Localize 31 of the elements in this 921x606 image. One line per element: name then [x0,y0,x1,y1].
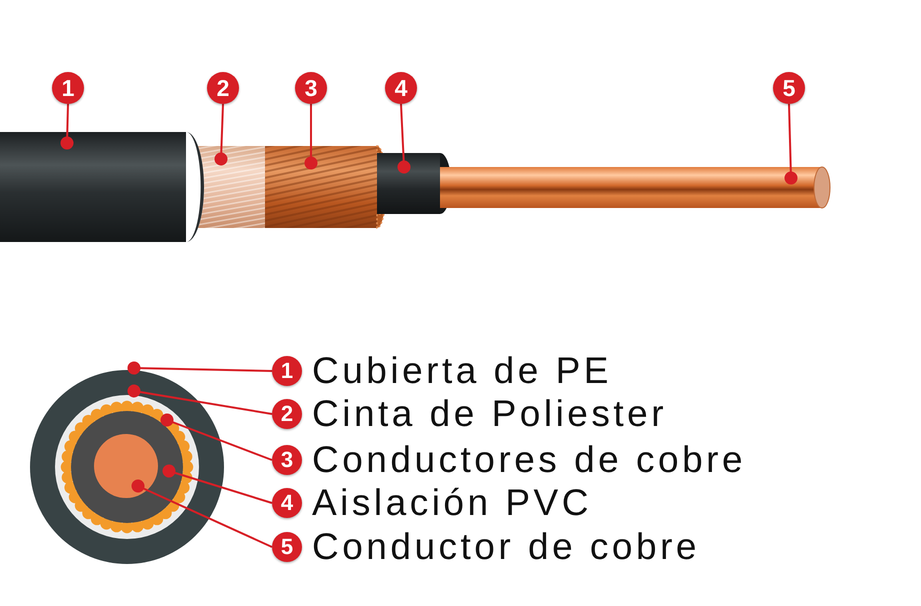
leader-line [128,362,272,374]
leader-line [398,104,410,174]
leader-line [784,104,798,184]
callout-number: 5 [773,72,805,104]
leader-line [128,384,272,415]
callout-number: 2 [272,399,302,429]
leader-line [132,480,272,548]
callout-number: 1 [52,72,84,104]
copper-wires [265,145,385,229]
callout-number: 5 [272,532,302,562]
callout-number: 3 [295,72,327,104]
layer-label: Cubierta de PE [312,352,612,389]
conductor-core [94,434,158,498]
polyester-tape [198,146,265,228]
callout-number: 4 [272,488,302,518]
callout-number: 2 [207,72,239,104]
callout-number: 3 [272,445,302,475]
layer-label: Conductor de cobre [312,528,700,565]
copper-conductor [440,166,830,208]
leader-line [160,414,272,461]
leader-line [304,104,318,170]
cable-jacket [0,132,204,242]
layer-label: Conductores de cobre [312,441,746,478]
layer-label: Aislación PVC [312,484,592,521]
layer-label: Cinta de Poliester [312,395,668,432]
leader-line [60,104,74,150]
leader-line [214,104,228,166]
leader-line [162,464,272,504]
callout-number: 4 [385,72,417,104]
pvc-insulation [377,153,450,214]
callout-number: 1 [272,356,302,386]
